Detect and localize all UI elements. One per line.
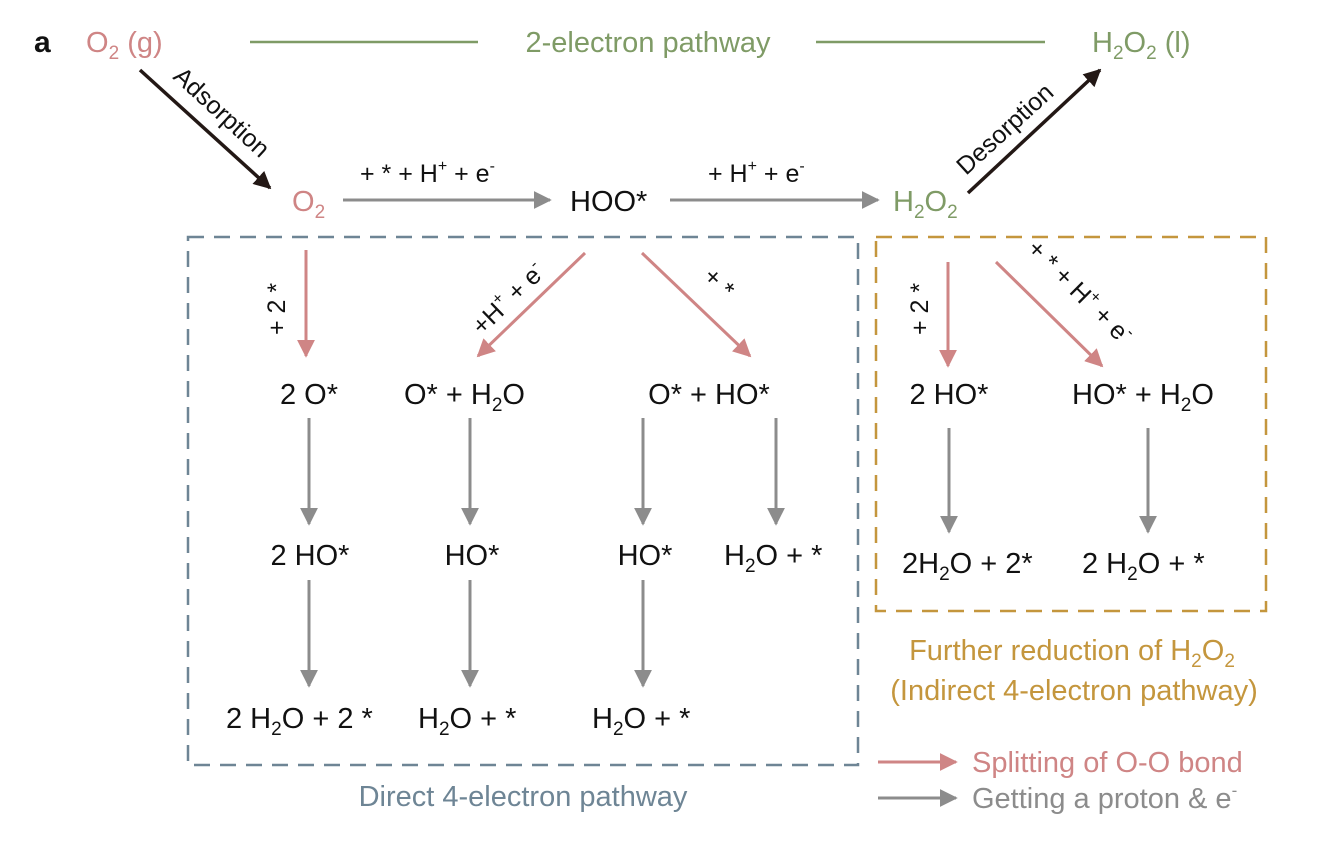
two-h2o-two-star-right: 2H2O + 2*: [902, 548, 1033, 585]
hoo-species: HOO*: [570, 186, 647, 218]
panel-label: a: [34, 26, 51, 59]
ho-star-mid: HO*: [445, 540, 500, 572]
two-h2o-star-right: 2 H2O + *: [1082, 548, 1205, 585]
desorption-arrow: [966, 68, 1102, 195]
o2-adsorbed: O2: [292, 186, 325, 223]
indirect-pathway-label-1: Further reduction of H2O2: [909, 635, 1235, 672]
ho-star-plus-h2o: HO* + H2O: [1072, 379, 1214, 416]
hoo-to-o-ho-label: + *: [698, 262, 740, 304]
adsorption-label: Adsorption: [168, 62, 275, 163]
indirect-pathway-label-2: (Indirect 4-electron pathway): [890, 675, 1258, 707]
o-star-plus-h2o: O* + H2O: [404, 379, 525, 416]
h2o-plus-star-b: H2O + *: [418, 703, 516, 740]
plus-2-star-right-label: + 2 *: [906, 283, 934, 335]
direct-pathway-box: [186, 235, 860, 767]
legend-proton-label: Getting a proton & e-: [972, 781, 1237, 815]
pathway-2e-label: 2-electron pathway: [525, 27, 771, 59]
h2o2-adsorbed: H2O2: [893, 186, 958, 223]
two-o-star: 2 O*: [280, 379, 338, 411]
hoo-to-h2o2-label: + H+ + e-: [708, 158, 805, 188]
two-ho-star-right: 2 HO*: [910, 379, 989, 411]
hoo-to-o-ho-arrow: [640, 251, 752, 358]
indirect-pathway-box: [874, 235, 1268, 613]
o2-to-hoo-label: + * + H+ + e-: [360, 158, 495, 188]
h2o2-to-ho-h2o-arrow: [994, 260, 1104, 368]
adsorption-arrow: [138, 68, 272, 190]
hoo-to-o-h2o-arrow: [476, 251, 587, 358]
direct-pathway-label: Direct 4-electron pathway: [359, 781, 688, 813]
two-ho-star-left: 2 HO*: [271, 540, 350, 572]
h2o-plus-star-c: H2O + *: [592, 703, 690, 740]
legend-splitting-label: Splitting of O-O bond: [972, 747, 1243, 779]
desorption-label: Desorption: [951, 78, 1059, 180]
two-h2o-two-star: 2 H2O + 2 *: [226, 703, 373, 740]
h2o2-liquid-label: H2O2 (l): [1092, 27, 1191, 64]
o-star-plus-ho-star: O* + HO*: [648, 379, 770, 411]
ho-star-mid2: HO*: [618, 540, 673, 572]
plus-2-star-left-label: + 2 *: [263, 283, 291, 335]
h2o-plus-star-a: H2O + *: [724, 540, 822, 577]
o2-gas-label: O2 (g): [86, 27, 163, 64]
h2o2-to-ho-h2o-label: + * + H+ + e-: [1022, 233, 1139, 350]
